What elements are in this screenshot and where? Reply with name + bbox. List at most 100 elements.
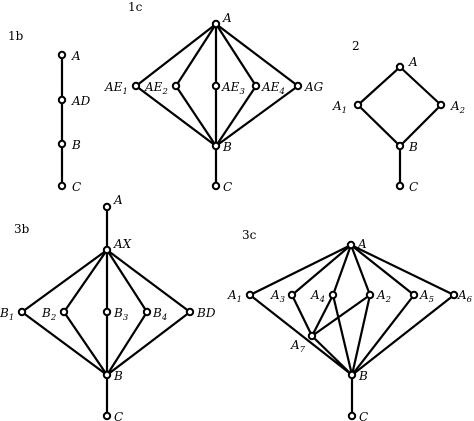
node-label-text: C <box>223 180 232 194</box>
edge-AX-BD <box>105 248 192 314</box>
node-B <box>102 370 112 380</box>
node-label-text: AE <box>144 80 163 94</box>
node-label-B: B <box>408 140 418 154</box>
node-label-subscript: 2 <box>459 106 465 116</box>
edge-B4-B <box>105 310 149 377</box>
node-label-text: B <box>113 369 123 383</box>
node-label-subscript: 7 <box>300 345 306 355</box>
node-label-A3: A3 <box>270 288 285 305</box>
node-label-A: A <box>113 193 123 207</box>
edge-AX-B1 <box>20 248 109 314</box>
edge-AE4-B <box>214 84 258 148</box>
node-label-C: C <box>114 410 123 421</box>
node-A6 <box>449 290 459 300</box>
node-label-subscript: 1 <box>9 313 14 323</box>
node-label-text: C <box>409 180 418 194</box>
node-label-text: A <box>419 288 429 302</box>
node-label-text: B <box>0 306 9 320</box>
edge-AX-B2 <box>62 248 109 314</box>
node-label-A1: A1 <box>227 288 242 305</box>
node-label-subscript: 1 <box>342 106 347 116</box>
node-B <box>395 141 405 151</box>
node-label-text: C <box>72 180 81 194</box>
edge-B2-B <box>62 310 109 377</box>
node-label-text: AE <box>221 80 240 94</box>
node-label-C: C <box>409 180 418 194</box>
node-label-A6: A6 <box>457 288 473 305</box>
node-AE3 <box>211 81 221 91</box>
node-A5 <box>409 290 419 300</box>
edge-A4-A7 <box>310 293 335 338</box>
node-B3 <box>102 307 112 317</box>
node-label-text: B <box>358 369 368 383</box>
node-A <box>57 50 67 60</box>
node-label-text: A <box>408 55 418 69</box>
edge-A-AE1 <box>134 22 218 88</box>
edge-B1-B <box>20 310 109 377</box>
node-label-text: A <box>376 288 386 302</box>
node-A1 <box>353 100 363 110</box>
node-label-text: B <box>152 306 162 320</box>
panel-title: 3b <box>14 222 30 236</box>
node-C <box>211 181 221 191</box>
edge-AE1-B <box>134 84 218 148</box>
edge-A1-B <box>356 103 402 148</box>
node-label-subscript: 1 <box>122 87 127 97</box>
node-label-B1: B1 <box>0 306 14 323</box>
node-A1 <box>245 290 255 300</box>
edge-A-AE2 <box>174 22 218 88</box>
node-AD <box>57 95 67 105</box>
edge-A6-B <box>350 293 456 377</box>
node-label-A2: A2 <box>450 99 465 116</box>
node-label-A: A <box>71 49 81 63</box>
node-AE2 <box>171 81 181 91</box>
node-label-text: C <box>359 410 368 421</box>
edge-A5-B <box>350 293 416 377</box>
node-label-A7: A7 <box>290 338 306 355</box>
node-label-B2: B2 <box>41 306 56 323</box>
edge-A-A5 <box>349 243 416 297</box>
node-A4 <box>328 290 338 300</box>
node-B <box>347 370 357 380</box>
node-B4 <box>142 307 152 317</box>
edge-BD-B <box>105 310 192 377</box>
node-B2 <box>59 307 69 317</box>
node-label-C: C <box>72 180 81 194</box>
edge-A2-B <box>398 103 443 148</box>
node-label-B: B <box>113 369 123 383</box>
node-label-text: A <box>357 237 367 251</box>
node-label-A: A <box>357 237 367 251</box>
node-label-A1: A1 <box>332 99 347 116</box>
node-A <box>395 62 405 72</box>
node-label-text: A <box>113 193 123 207</box>
node-label-text: AG <box>304 80 324 94</box>
node-label-subscript: 2 <box>50 313 56 323</box>
node-AE4 <box>251 81 261 91</box>
node-label-text: A <box>270 288 280 302</box>
node-label-AG: AG <box>304 80 324 94</box>
node-label-A: A <box>222 11 232 25</box>
node-label-text: C <box>114 410 123 421</box>
edge-A-A4 <box>331 243 353 297</box>
panel-title: 2 <box>352 39 360 53</box>
node-label-text: A <box>71 49 81 63</box>
node-label-C: C <box>359 410 368 421</box>
node-label-AE4: AE4 <box>261 80 285 97</box>
node-label-subscript: 3 <box>123 313 128 323</box>
node-label-B: B <box>358 369 368 383</box>
node-A3 <box>287 290 297 300</box>
node-label-subscript: 5 <box>429 295 434 305</box>
node-label-text: AX <box>113 237 132 251</box>
edge-A-A2 <box>349 243 372 297</box>
node-label-B: B <box>222 140 232 154</box>
edge-AG-B <box>214 84 300 148</box>
edge-A2-A7 <box>310 293 372 338</box>
node-label-text: A <box>310 288 320 302</box>
node-C <box>57 181 67 191</box>
edge-A-A2 <box>398 65 443 107</box>
node-label-text: A <box>227 288 237 302</box>
node-label-A2: A2 <box>376 288 391 305</box>
edge-A-A3 <box>290 243 353 297</box>
node-A2 <box>365 290 375 300</box>
